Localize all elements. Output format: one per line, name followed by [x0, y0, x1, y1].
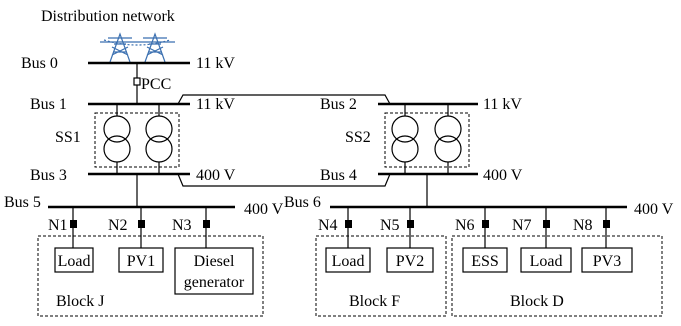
n4-switch: [345, 220, 352, 228]
block-d-box: [451, 235, 663, 317]
n5-device-box: [386, 247, 434, 273]
n8-device-box: [581, 247, 633, 273]
n6-device-label: ESS: [471, 253, 499, 270]
n1-device-label: Load: [58, 253, 91, 270]
n2-device-label: PV1: [127, 253, 155, 270]
bus-1-voltage: 11 kV: [196, 96, 235, 113]
n3-device-label-line1: Diesel: [194, 253, 235, 270]
n6-device-box: [462, 247, 508, 273]
n4-device-label: Load: [332, 253, 365, 270]
ss2-transformer-1: [391, 104, 419, 174]
n3-switch: [203, 220, 210, 228]
n5-device-label: PV2: [396, 253, 424, 270]
ss2-label: SS2: [345, 129, 371, 146]
n1-switch: [70, 220, 77, 228]
bus-3-label: Bus 3: [30, 167, 67, 184]
transmission-tower-icon: [100, 32, 175, 63]
n2-device-box: [118, 247, 164, 273]
n7-label: N7: [512, 217, 532, 234]
ss2-transformer-2: [434, 104, 462, 174]
n4-label: N4: [318, 217, 338, 234]
block-j-label: Block J: [56, 293, 104, 310]
bus-6-voltage: 400 V: [634, 201, 674, 218]
bus-2-label: Bus 2: [320, 96, 357, 113]
block-f-label: Block F: [349, 293, 400, 310]
pcc-switch: [133, 77, 141, 86]
bus-4-voltage: 400 V: [483, 167, 523, 184]
n8-device-label: PV3: [593, 253, 621, 270]
ss2-box: [384, 112, 470, 168]
tie-line-11kv: [177, 94, 391, 105]
bus-4-label: Bus 4: [320, 167, 357, 184]
n7-device-label: Load: [530, 253, 563, 270]
ss1-transformer-1: [103, 104, 131, 174]
bus-0-voltage: 11 kV: [196, 55, 235, 72]
ss1-box: [94, 112, 180, 168]
bus-2-voltage: 11 kV: [483, 96, 522, 113]
n8-switch: [603, 220, 610, 228]
n7-device-box: [520, 247, 572, 273]
n6-switch: [482, 220, 489, 228]
n1-label: N1: [48, 217, 68, 234]
n2-label: N2: [108, 217, 128, 234]
n5-label: N5: [380, 217, 400, 234]
tie-line-400v: [177, 173, 391, 187]
bus-6-label: Bus 6: [284, 194, 321, 211]
ss1-label: SS1: [55, 129, 81, 146]
bus-5-voltage: 400 V: [244, 201, 284, 218]
n7-switch: [543, 220, 550, 228]
n4-device-box: [325, 247, 371, 273]
n6-label: N6: [455, 217, 475, 234]
block-j-box: [37, 235, 264, 317]
bus-5-label: Bus 5: [4, 194, 41, 211]
bus-1-label: Bus 1: [30, 96, 67, 113]
block-d-label: Block D: [510, 293, 564, 310]
n5-switch: [407, 220, 414, 228]
n3-device-box: [174, 247, 254, 295]
n8-label: N8: [573, 217, 593, 234]
n2-switch: [138, 220, 145, 228]
n1-device-box: [54, 247, 94, 273]
bus-0-label: Bus 0: [21, 55, 58, 72]
diagram-title: Distribution network: [41, 8, 175, 25]
block-f-box: [315, 235, 447, 317]
pcc-label: PCC: [141, 76, 171, 93]
bus-3-voltage: 400 V: [196, 167, 236, 184]
n3-label: N3: [172, 217, 192, 234]
n3-device-label-line2: generator: [184, 274, 245, 291]
ss1-transformer-2: [145, 104, 173, 174]
